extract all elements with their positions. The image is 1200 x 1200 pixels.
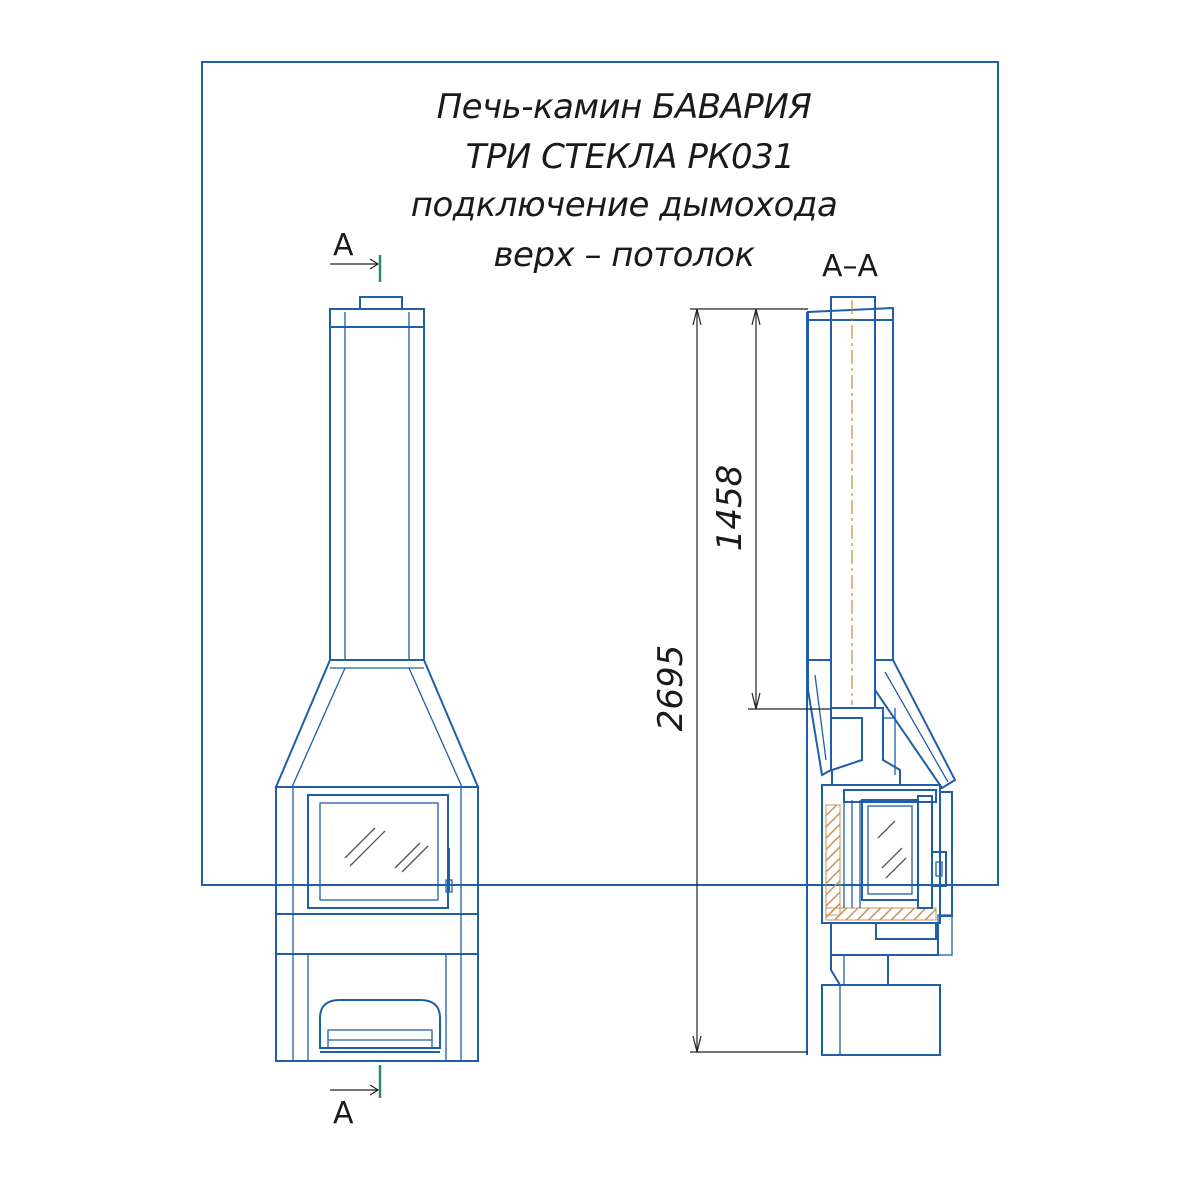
dimension-flue-label: 1458 [710, 465, 750, 552]
firebox-door [307, 794, 449, 909]
dimension-overall-height: 2695 [651, 308, 808, 1053]
title-line-4: верх – потолок [494, 235, 756, 275]
section-marker-top: A [330, 228, 382, 282]
dimension-flue-height: 1458 [710, 308, 830, 710]
front-view: A [274, 228, 480, 1131]
section-label-top: A [333, 228, 354, 263]
dimension-overall-label: 2695 [651, 645, 691, 732]
sheet-frame [201, 61, 999, 886]
title-line-3: подключение дымохода [411, 185, 838, 225]
section-view: A–A [651, 249, 957, 1056]
title-block: Печь-камин БАВАРИЯ ТРИ СТЕКЛА РК031 подк… [411, 87, 838, 275]
section-label-bottom: A [333, 1096, 354, 1131]
title-line-2: ТРИ СТЕКЛА РК031 [466, 137, 795, 177]
section-view-label: A–A [822, 249, 879, 284]
section-marker-bottom: A [330, 1065, 382, 1131]
insulation [825, 804, 841, 916]
flue-pipe [830, 296, 876, 709]
title-line-1: Печь-камин БАВАРИЯ [437, 87, 812, 127]
